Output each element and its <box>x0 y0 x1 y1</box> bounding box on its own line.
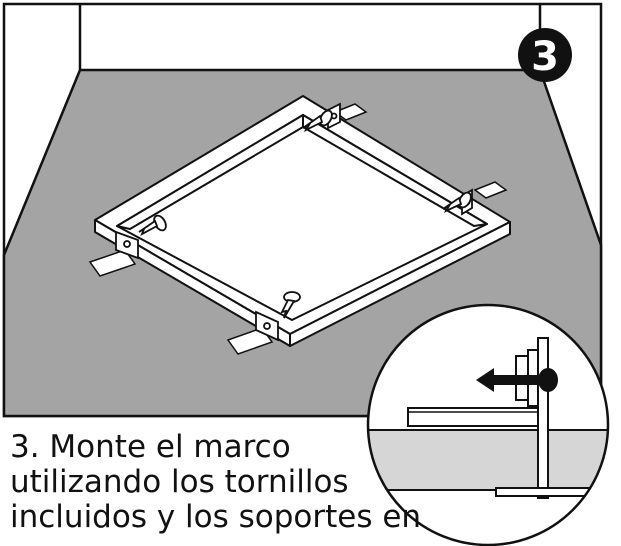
screw-icon <box>302 109 333 133</box>
step-number: 3 <box>531 34 559 80</box>
caption-line: 3. Monte el marco <box>10 429 291 465</box>
screw-head-icon <box>538 368 558 392</box>
screw-icon <box>442 191 472 214</box>
insert-arrow-icon <box>476 368 540 392</box>
frame <box>94 95 511 347</box>
screw-icons <box>138 109 472 319</box>
support-brackets <box>88 103 508 355</box>
detail-circle <box>366 303 610 546</box>
step-badge: 3 <box>518 28 572 82</box>
screw-icon <box>280 291 301 319</box>
instruction-caption: 3. Monte el marco utilizando los tornill… <box>10 430 421 535</box>
screw-icon <box>138 214 167 236</box>
caption-line: incluidos y los soportes en <box>10 499 422 535</box>
frame-side-right <box>289 221 511 347</box>
caption-line: utilizando los tornillos <box>10 464 349 500</box>
